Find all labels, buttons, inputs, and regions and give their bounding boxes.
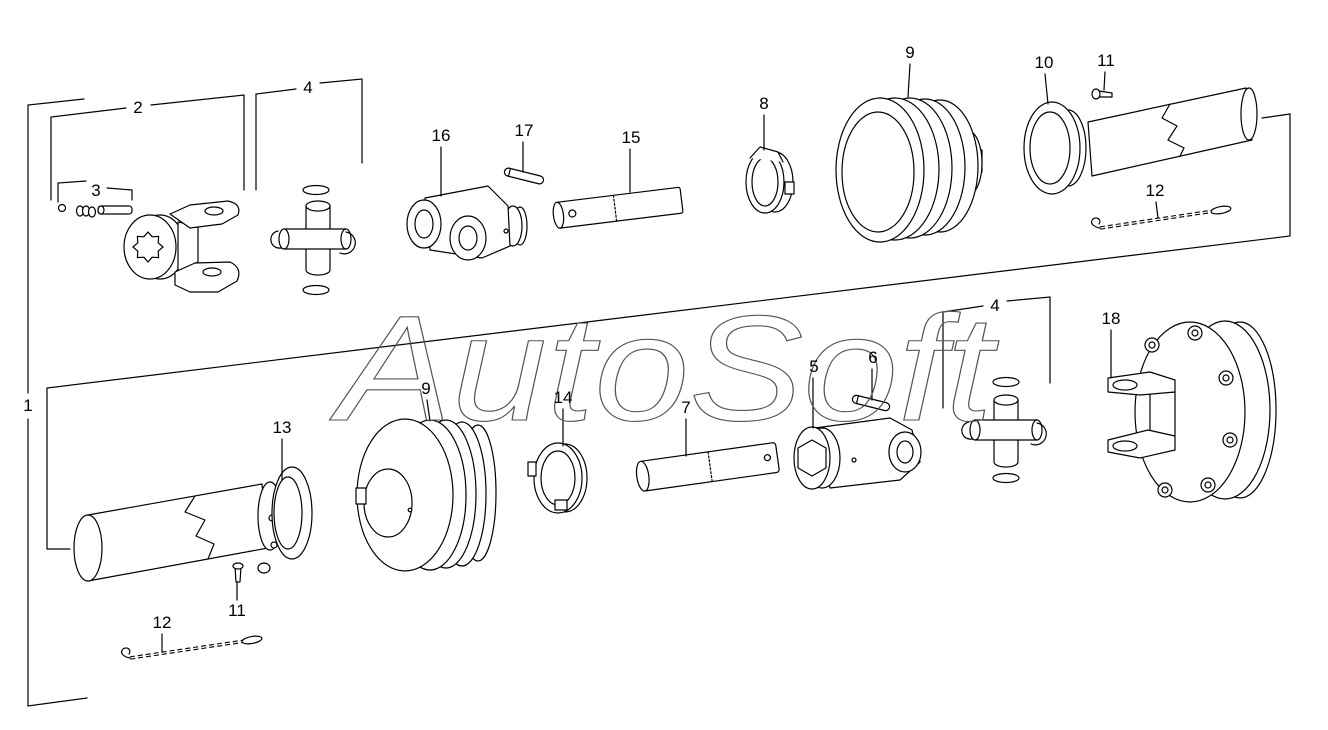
pin-17-part: [503, 167, 545, 185]
shield-tube-13-part: [73, 466, 313, 582]
label-ring-8: 8: [759, 94, 768, 113]
shield-tube-10-part: [1023, 87, 1258, 195]
splined-yoke-part: [123, 200, 240, 293]
label-shield-9-upper: 9: [905, 43, 914, 62]
label-yoke-inner: 2: [133, 98, 142, 117]
shield-9-lower-part: [355, 418, 497, 572]
screw-11-lower-part: [232, 562, 244, 583]
tube-15-part: [552, 186, 684, 229]
label-yoke-5: 5: [809, 357, 818, 376]
bracket-4-upper: [255, 78, 363, 191]
yoke-16-part: [406, 185, 528, 261]
label-chain-12-lower: 12: [153, 613, 172, 632]
upper-group-outline: [46, 113, 1291, 550]
label-screw-11-upper: 11: [1097, 51, 1115, 70]
bracket-2: [50, 94, 245, 201]
label-shield-tube-13: 13: [273, 418, 292, 437]
label-cross-kit-upper: 4: [303, 78, 312, 97]
label-tube-7: 7: [681, 398, 690, 417]
label-pin-17: 17: [515, 121, 534, 140]
label-shield-tube-10: 10: [1035, 53, 1054, 72]
label-tube-15: 15: [622, 128, 641, 147]
shield-9-upper-part: [835, 97, 983, 243]
label-chain-12-upper: 12: [1146, 181, 1165, 200]
leader-lines: [161, 63, 1159, 653]
label-cross-kit-lower: 4: [990, 296, 999, 315]
label-screw-11-lower: 11: [228, 601, 246, 620]
label-assembly: 1: [23, 396, 32, 415]
bracket-3: [57, 180, 133, 203]
part-labels: 1 2 3 4 16 17 15 8 9 10 11 12 4 18 5 6 9…: [23, 43, 1164, 632]
bracket-4-lower: [942, 296, 1051, 409]
label-ring-14: 14: [554, 388, 573, 407]
ring-8-part: [745, 146, 795, 214]
cross-kit-lower-part: [961, 376, 1047, 484]
hardware-set-part: [57, 203, 133, 218]
chain-12-lower-part: [120, 635, 263, 660]
label-flange-yoke-18: 18: [1102, 309, 1121, 328]
tube-7-part: [635, 442, 780, 492]
label-shield-9-lower: 9: [421, 379, 430, 398]
screw-11-upper-part: [1091, 88, 1113, 100]
chain-12-upper-part: [1090, 205, 1232, 230]
label-pin-6: 6: [868, 348, 877, 367]
ring-14-part: [527, 442, 588, 514]
label-hardware-set: 3: [91, 181, 100, 200]
watermark: AutoSoft: [329, 284, 999, 452]
label-yoke-16: 16: [432, 126, 451, 145]
yoke-5-part: [793, 417, 922, 490]
cross-kit-upper-part: [270, 184, 356, 296]
flange-yoke-18-part: [1107, 320, 1277, 503]
assembly-bracket: [27, 98, 88, 707]
